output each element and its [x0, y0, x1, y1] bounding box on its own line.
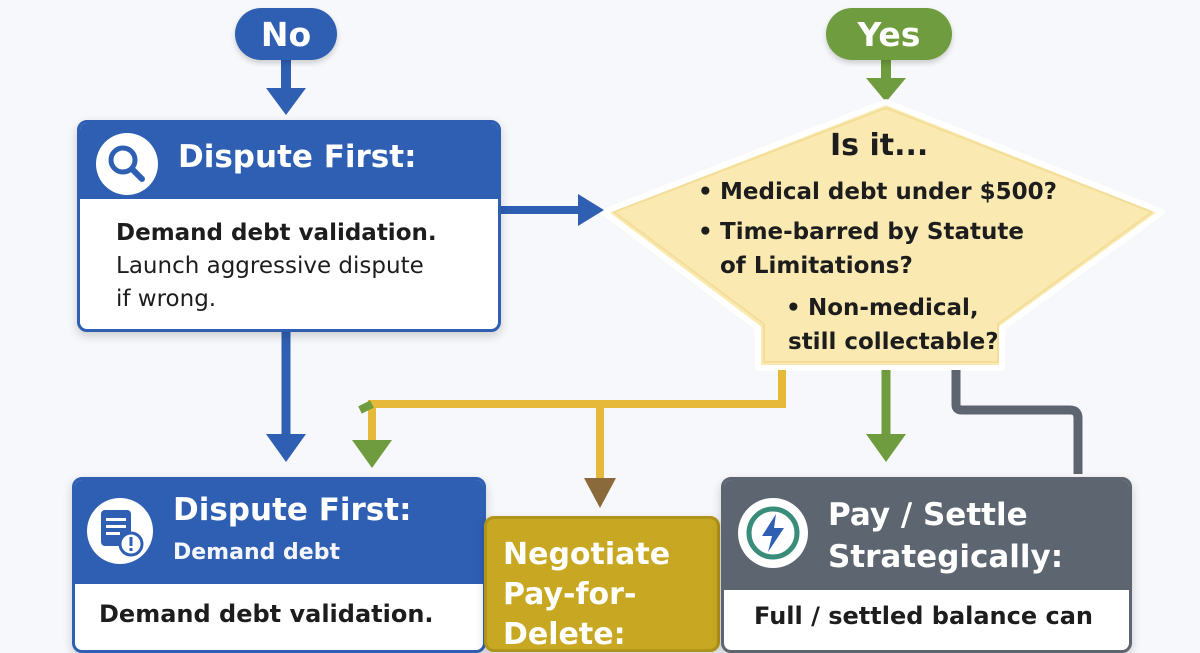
- body-line: Full / settled balance can: [754, 602, 1094, 630]
- decision-title: Is it...: [830, 128, 929, 163]
- lightning-icon: [738, 498, 808, 568]
- body-line: Launch aggressive dispute: [116, 253, 424, 279]
- arrow-to-dispute-bottom: [352, 440, 392, 468]
- body-line: Demand debt validation.: [116, 220, 437, 246]
- arrow-no-to-dispute: [266, 60, 306, 115]
- arrow-dispute-to-decision: [498, 194, 604, 226]
- decision-bullet: •Medical debt under $500?: [698, 179, 1057, 205]
- gold-branch-connector: [358, 370, 786, 478]
- arrow-yes-to-decision: [866, 60, 906, 102]
- no-badge: No: [235, 8, 337, 60]
- decision-diamond: [601, 99, 1165, 371]
- magnifier-icon: [96, 133, 158, 195]
- card-body: Demand debt validation.: [75, 584, 483, 650]
- body-line: if wrong.: [116, 286, 217, 312]
- arrow-dispute-down: [266, 328, 306, 462]
- card-title: Negotiate Pay-for- Delete:: [503, 537, 671, 652]
- document-alert-icon: [87, 498, 153, 564]
- card-header: Pay / Settle Strategically:: [724, 480, 1129, 590]
- card-title: Pay / Settle Strategically:: [828, 497, 1064, 575]
- decision-bullet: •Time-barred by Statute: [698, 219, 1024, 245]
- card-header: Dispute First:: [80, 123, 498, 199]
- pay-settle-card: Pay / Settle Strategically: Full / settl…: [721, 477, 1132, 653]
- card-title: Dispute First:: [173, 492, 412, 528]
- card-body: Demand debt validation. Launch aggressiv…: [80, 199, 498, 329]
- dispute-first-card-top: Dispute First: Demand debt validation. L…: [77, 120, 501, 332]
- negotiate-card: Negotiate Pay-for- Delete:: [484, 516, 720, 652]
- arrow-to-pay: [866, 370, 906, 462]
- gray-connector: [951, 370, 1083, 474]
- arrow-to-negotiate: [584, 478, 616, 508]
- dispute-first-card-bottom: Dispute First: Demand debt Demand debt v…: [72, 477, 486, 653]
- flow-connectors: [266, 60, 1165, 508]
- card-title: Dispute First:: [178, 139, 417, 175]
- card-header: Dispute First: Demand debt: [75, 480, 483, 584]
- decision-bullet-continued: still collectable?: [788, 329, 999, 355]
- decision-bullet: •Non-medical,: [786, 295, 979, 321]
- body-line: Demand debt validation.: [99, 600, 434, 628]
- card-body: Full / settled balance can: [724, 590, 1129, 650]
- decision-bullet-continued: of Limitations?: [720, 253, 913, 279]
- card-subtitle: Demand debt: [173, 540, 340, 565]
- yes-badge: Yes: [826, 8, 952, 60]
